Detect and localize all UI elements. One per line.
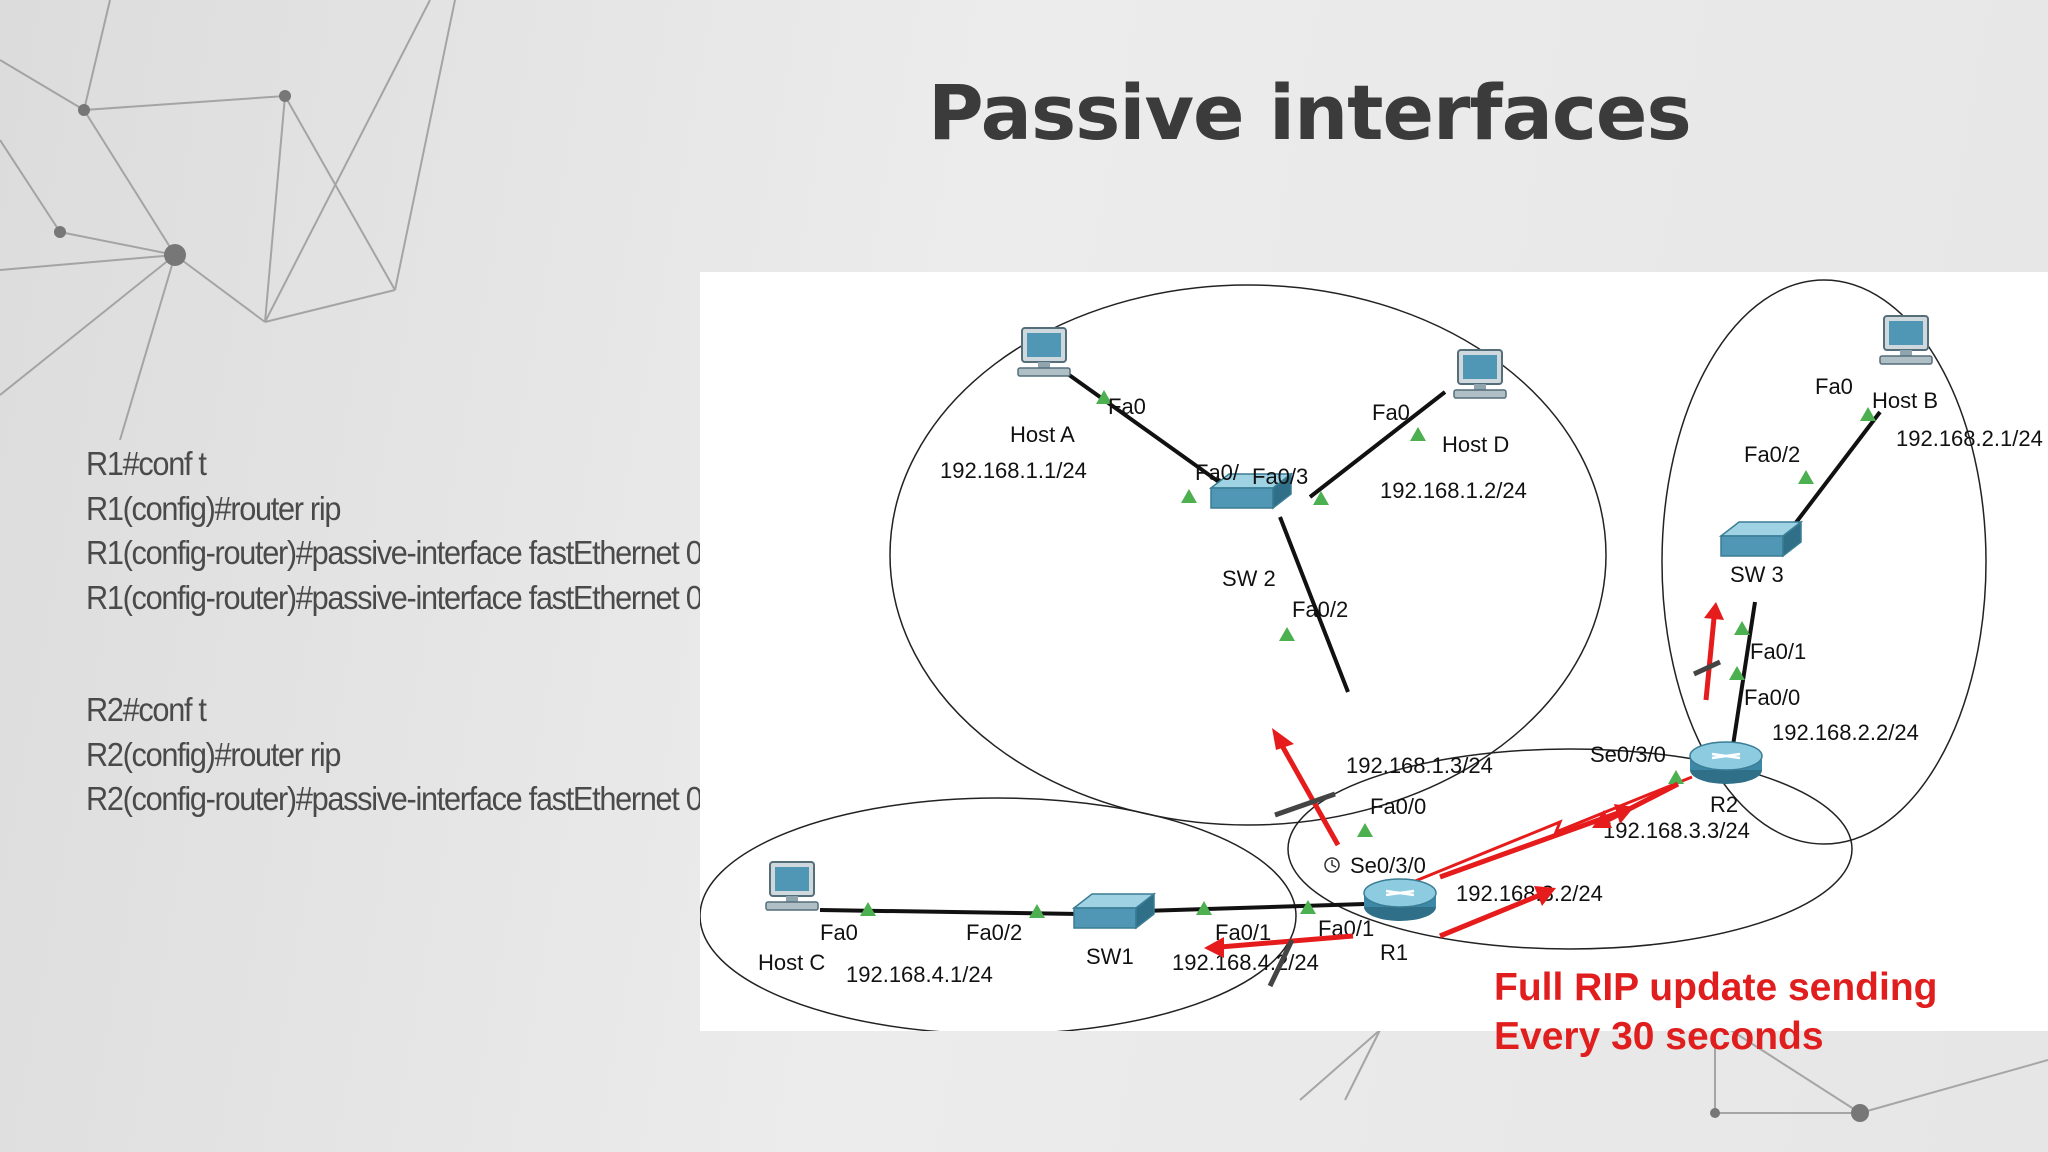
network-topology-diagram: Host A Host D Host B Host C SW 2 SW1 SW … [699,279,2043,1035]
host-a-label: Host A [1010,422,1075,447]
host-c-ip-label: 192.168.4.1/24 [846,962,993,987]
cable-hosta-sw2 [1063,370,1242,499]
lan-1-boundary [889,284,1607,826]
r2-command-line: R2#conf t [86,691,207,728]
sw2-fa0-2-label: Fa0/2 [1292,597,1348,622]
sw2-label: SW 2 [1222,566,1276,591]
host-d-label: Host D [1442,432,1509,457]
r1-command-line: R1#conf t [86,445,207,482]
rip-update-note-line-1: Full RIP update sending [1494,966,1938,1009]
r2-command-block: R2#conf t R2(config)#router rip R2(confi… [86,688,773,822]
cable-sw2-r1 [1278,516,1350,693]
host-b-fa0-label: Fa0 [1815,374,1853,399]
cable-sw3-hostb [1783,410,1882,539]
r2-label: R2 [1710,792,1738,817]
rip-update-arrows [1204,602,1724,958]
network-diagram-panel: Host A Host D Host B Host C SW 2 SW1 SW … [699,272,2048,1035]
sw1-fa0-2-label: Fa0/2 [966,920,1022,945]
cable-r2-sw3 [1730,601,1757,753]
blocked-markers [1267,659,1722,988]
host-b-ip-label: 192.168.2.1/24 [1896,426,2043,451]
host-a-ip-label: 192.168.1.1/24 [940,458,1087,483]
host-c-fa0-label: Fa0 [820,920,858,945]
host-a-fa0-label: Fa0 [1108,394,1146,419]
wan-3-boundary [1287,748,1853,950]
r1-label: R1 [1380,940,1408,965]
sw2-fa0-1-label: Fa0/ [1195,460,1240,485]
rip-update-note-line-2: Every 30 seconds [1494,1015,1824,1058]
r1-router-icon[interactable] [1362,877,1438,923]
r1-fa0-0-ip-label: 192.168.1.3/24 [1346,753,1493,778]
r1-fa0-0-label: Fa0/0 [1370,794,1426,819]
r2-command-line: R2(config)#router rip [86,735,341,773]
clock-icon [1324,857,1340,873]
sw3-switch-icon[interactable] [1720,521,1802,557]
sw3-label: SW 3 [1730,562,1784,587]
host-b-label: Host B [1872,388,1938,413]
host-c-pc-icon[interactable] [765,861,819,911]
r1-command-line: R1(config-router)#passive-interface fast… [86,578,726,616]
r2-se0-3-0-label: Se0/3/0 [1590,742,1666,767]
slide-title: Passive interfaces [928,68,1692,157]
host-c-label: Host C [758,950,825,975]
sw1-label: SW1 [1086,944,1134,969]
host-d-fa0-label: Fa0 [1372,400,1410,425]
host-b-pc-icon[interactable] [1879,315,1933,365]
r1-se0-3-0-label: Se0/3/0 [1350,853,1426,878]
sw1-switch-icon[interactable] [1073,893,1155,929]
lan-2-boundary [1661,279,1987,845]
r1-command-line: R1(config)#router rip [86,489,341,527]
sw3-fa0-2-label: Fa0/2 [1744,442,1800,467]
sw3-fa0-1-label: Fa0/1 [1750,639,1806,664]
sw2-fa0-3-label: Fa0/3 [1252,464,1308,489]
r2-fa0-0-ip-label: 192.168.2.2/24 [1772,720,1919,745]
cable-hostd-sw2 [1308,390,1447,499]
host-a-pc-icon[interactable] [1017,327,1071,377]
r1-command-line: R1(config-router)#passive-interface fast… [86,534,726,571]
host-d-pc-icon[interactable] [1453,349,1507,399]
r1-fa0-1-ip-label: 192.168.4.2/24 [1172,950,1319,975]
r1-serial-ip-label: 192.168.3.2/24 [1456,881,1603,906]
r1-command-block: R1#conf t R1(config)#router rip R1(confi… [86,442,773,620]
r2-fa0-0-label: Fa0/0 [1744,685,1800,710]
serial-link-r1-r2 [1407,775,1693,886]
r2-serial-ip-label: 192.168.3.3/24 [1603,818,1750,843]
r2-command-line: R2(config-router)#passive-interface fast… [86,780,726,817]
sw1-fa0-1-label: Fa0/1 [1215,920,1271,945]
r2-router-icon[interactable] [1688,740,1764,786]
host-d-ip-label: 192.168.1.2/24 [1380,478,1527,503]
